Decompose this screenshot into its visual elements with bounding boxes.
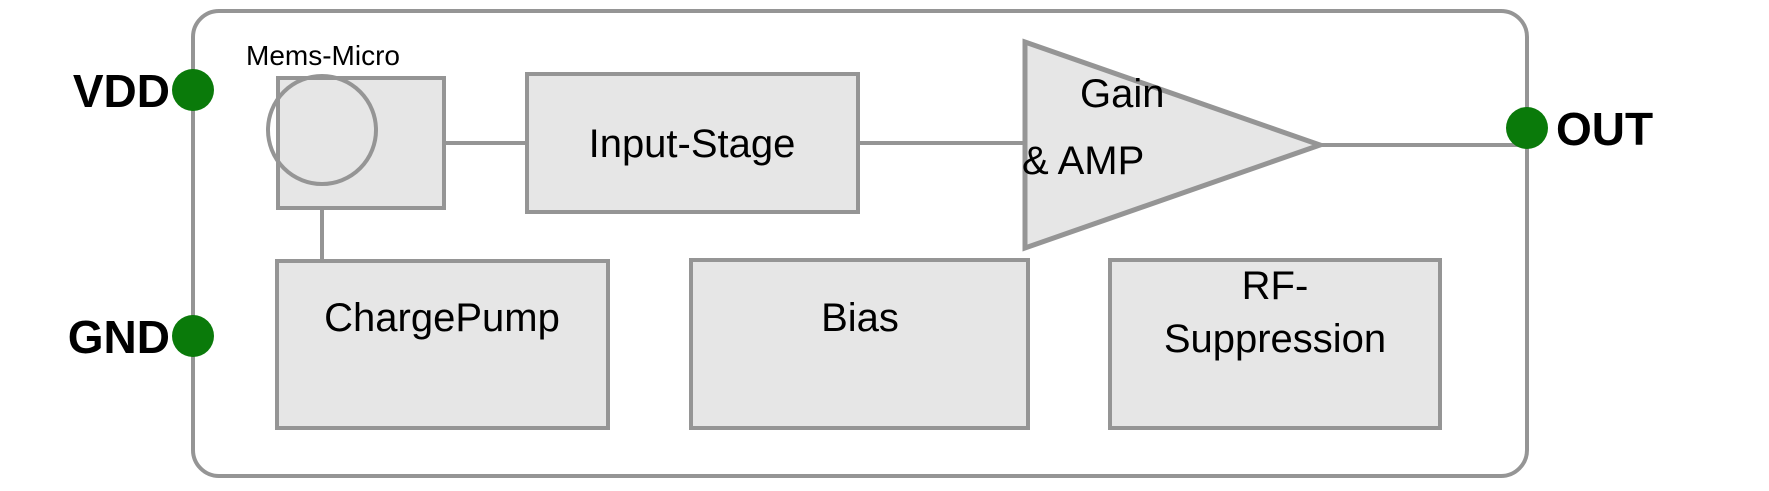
block-gain-amp[interactable]: Gain & AMP xyxy=(1022,38,1328,252)
block-rf-suppression-body xyxy=(1108,258,1442,430)
block-bias-body xyxy=(689,258,1030,430)
terminal-gnd-label: GND xyxy=(68,311,170,363)
terminal-gnd-dot-icon[interactable] xyxy=(172,315,214,357)
block-rf-suppression-label-line2: Suppression xyxy=(1164,317,1386,361)
package-outline xyxy=(191,9,1529,478)
block-input-stage-body xyxy=(525,72,860,214)
terminal-vdd-dot-icon[interactable] xyxy=(172,69,214,111)
block-charge-pump-body xyxy=(275,259,610,430)
block-charge-pump[interactable]: ChargePump xyxy=(275,259,610,430)
block-rf-suppression-label-line1: RF- xyxy=(1242,264,1309,308)
block-bias-label: Bias xyxy=(821,296,899,340)
block-mems-micro-body xyxy=(276,76,446,210)
block-mems-micro[interactable]: Mems-Micro xyxy=(246,40,446,210)
membrane-circle-icon xyxy=(266,74,378,186)
block-bias[interactable]: Bias xyxy=(689,258,1030,430)
block-gain-amp-label-line1: Gain xyxy=(1080,72,1165,116)
block-rf-suppression[interactable]: RF- Suppression xyxy=(1108,258,1442,430)
block-input-stage-label: Input-Stage xyxy=(589,122,796,166)
terminal-out-label: OUT xyxy=(1556,103,1653,155)
wire-group xyxy=(320,141,1527,261)
terminal-out[interactable]: OUT xyxy=(1506,103,1653,155)
terminal-vdd[interactable]: VDD xyxy=(73,65,214,117)
terminal-vdd-label: VDD xyxy=(73,65,170,117)
terminal-gnd[interactable]: GND xyxy=(68,311,214,363)
block-mems-micro-label: Mems-Micro xyxy=(246,40,400,71)
terminal-out-dot-icon[interactable] xyxy=(1506,107,1548,149)
amplifier-triangle-icon xyxy=(1022,38,1328,252)
block-gain-amp-label-line2: & AMP xyxy=(1022,139,1144,183)
block-input-stage[interactable]: Input-Stage xyxy=(525,72,860,214)
block-charge-pump-label: ChargePump xyxy=(324,296,560,340)
